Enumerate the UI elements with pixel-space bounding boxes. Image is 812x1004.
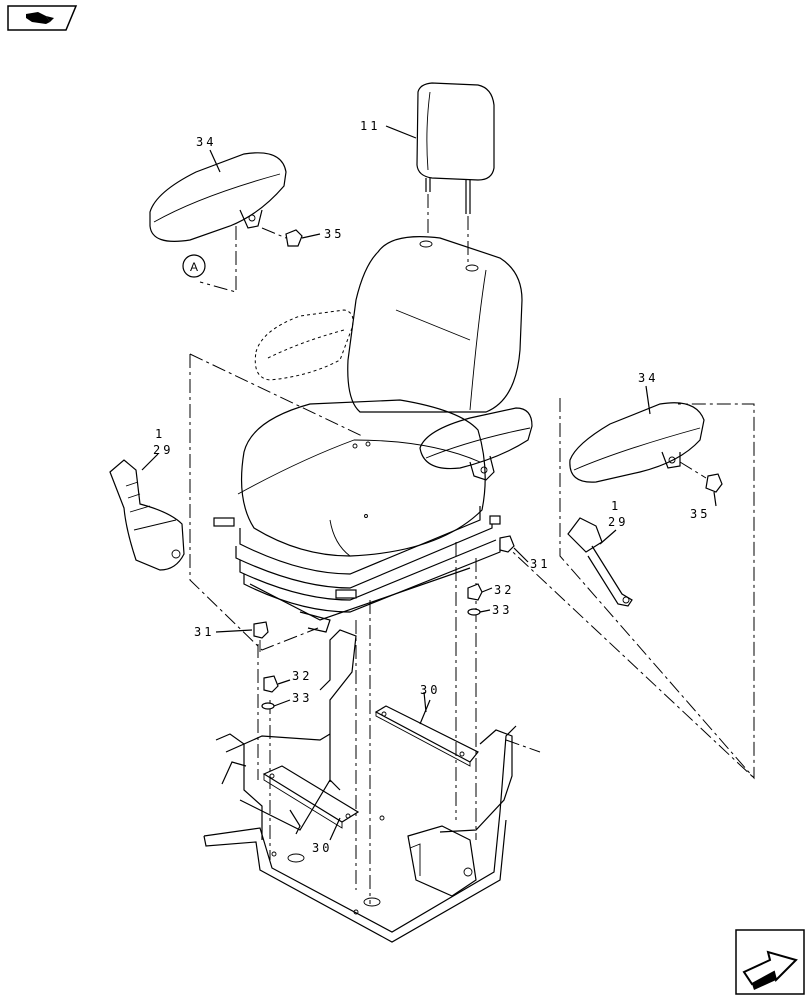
callout-1-right: 1 xyxy=(611,499,621,513)
svg-text:A: A xyxy=(190,260,198,274)
armrest-installed-right xyxy=(419,407,533,481)
armrest-right xyxy=(569,402,705,483)
callout-35-right: 35 xyxy=(690,507,710,521)
seat-base-frame xyxy=(203,629,517,943)
callout-29-left: 29 xyxy=(153,443,173,457)
callout-32-right: 32 xyxy=(494,583,514,597)
headrest xyxy=(416,82,495,262)
bolt-31-right xyxy=(499,535,529,563)
callout-32-left: 32 xyxy=(292,669,312,683)
callout-11: 11 xyxy=(360,119,380,133)
bolt-35-left xyxy=(261,227,321,247)
bolt-31-left xyxy=(215,621,269,652)
callout-33-right: 33 xyxy=(492,603,512,617)
washer-33-left xyxy=(261,699,291,710)
seat-belt-right xyxy=(567,517,633,607)
plate-30-lower xyxy=(262,765,360,841)
callout-30-lower: 30 xyxy=(312,841,332,855)
bolt-32-left xyxy=(263,675,291,693)
callout-34-right: 34 xyxy=(638,371,658,385)
callout-31-right: 31 xyxy=(530,557,550,571)
callout-29-right: 29 xyxy=(608,515,628,529)
seat-back xyxy=(347,236,523,413)
seat-suspension xyxy=(213,506,501,633)
reference-marker-a: A xyxy=(182,254,206,278)
construction-lines xyxy=(189,353,755,904)
washer-33-right xyxy=(467,608,491,616)
leader-lines xyxy=(209,125,651,713)
seat-belt-left xyxy=(109,453,185,571)
callout-30-upper: 30 xyxy=(420,683,440,697)
bolt-35-right xyxy=(679,461,723,507)
ref-line-a xyxy=(199,226,237,293)
armrest-installed-ghost xyxy=(254,309,354,381)
previous-page-icon[interactable] xyxy=(6,4,78,32)
armrest-left xyxy=(149,152,287,242)
callout-labels: 11 34 35 34 35 1 29 1 29 31 32 33 31 32 … xyxy=(153,119,710,855)
callout-34-left: 34 xyxy=(196,135,216,149)
callout-35-left: 35 xyxy=(324,227,344,241)
seat-cushion xyxy=(237,399,486,557)
callout-1-left: 1 xyxy=(155,427,165,441)
plate-30-upper xyxy=(374,699,479,767)
bolt-32-right xyxy=(467,583,493,601)
callout-31-left: 31 xyxy=(194,625,214,639)
callout-33-left: 33 xyxy=(292,691,312,705)
next-page-icon[interactable] xyxy=(734,928,806,996)
